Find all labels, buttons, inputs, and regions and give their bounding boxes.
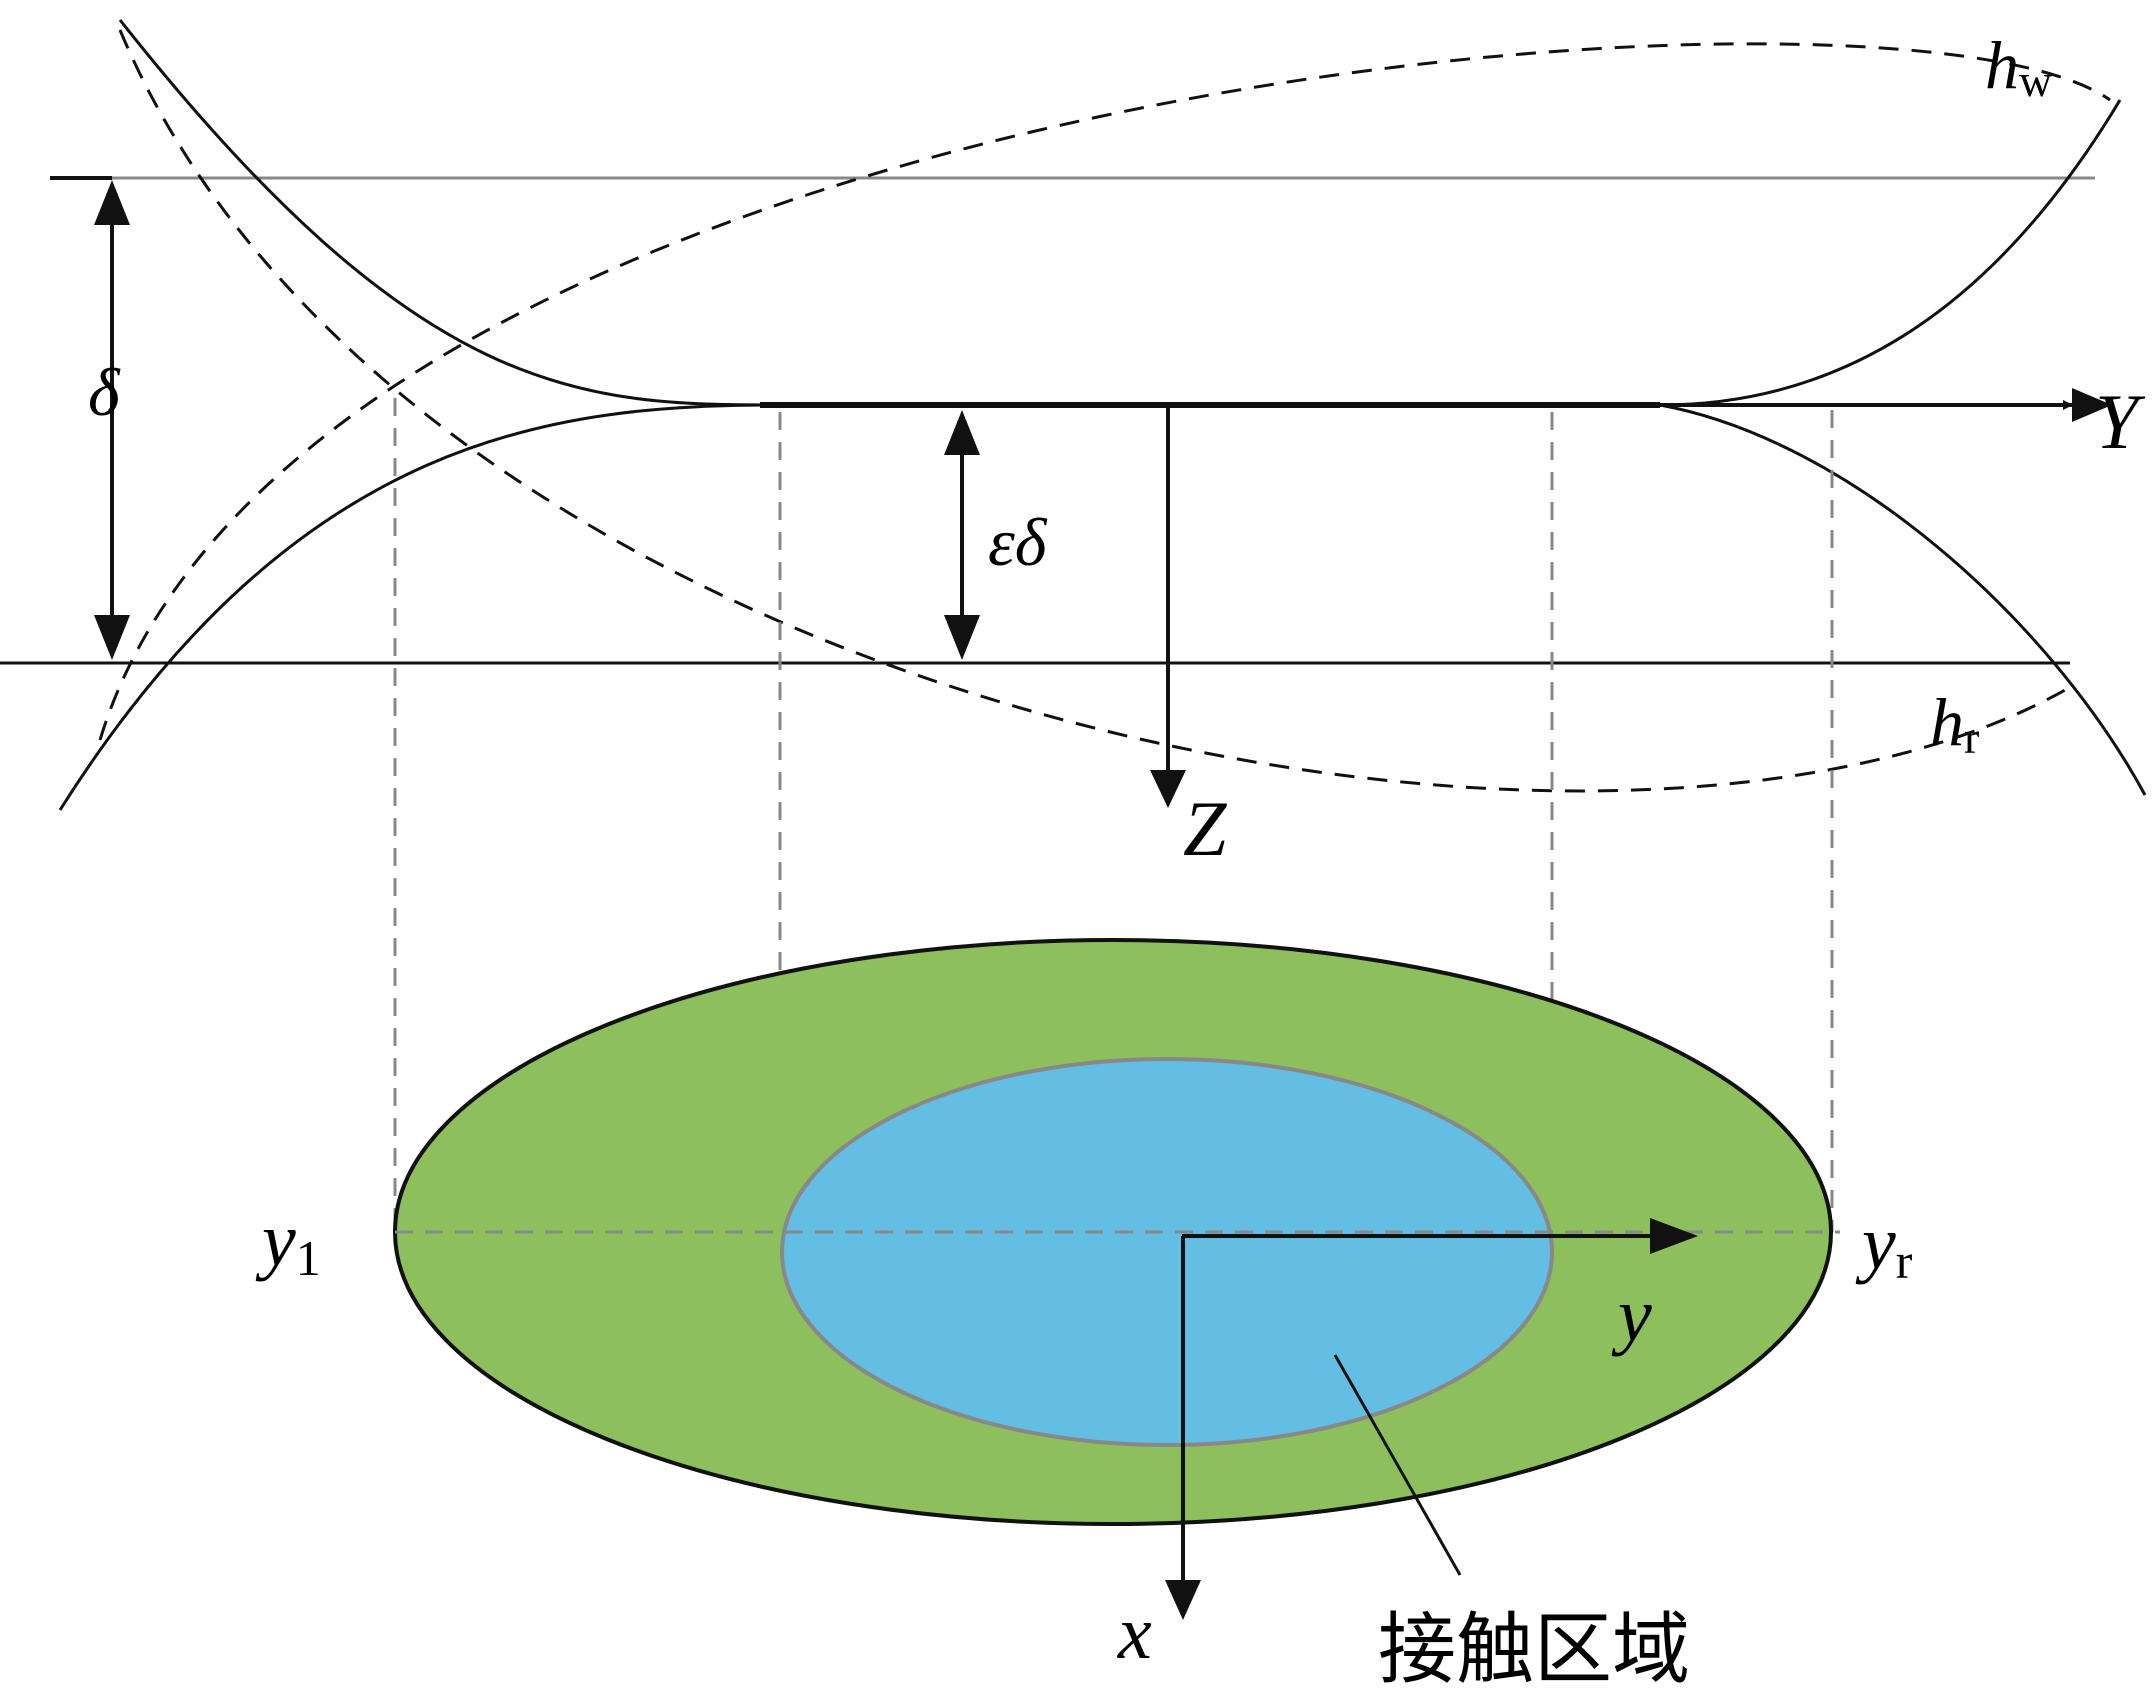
- delta-arrow-up: [94, 180, 130, 225]
- label-y-r: yr: [1855, 1201, 1913, 1289]
- inner-contact-region: [780, 1057, 1554, 1447]
- label-y-l: y1: [255, 1198, 321, 1286]
- rail-original-profile-dashed: [98, 42, 2111, 741]
- contact-region-leader-line: [1333, 1354, 1462, 1576]
- delta-arrow-down: [94, 615, 130, 660]
- eps-delta-arrow-down: [944, 615, 980, 660]
- x-axis-lower-arrowhead: [1165, 1580, 1201, 1620]
- Y-axis-arrowhead: [2072, 388, 2112, 422]
- label-axis-Y: Y: [2095, 378, 2146, 465]
- label-h-w: hw: [1985, 27, 2053, 106]
- rail-deformed-profile: [58, 403, 2147, 811]
- wheel-deformed-profile: [118, 19, 2122, 407]
- label-axis-Z: Z: [1183, 785, 1228, 872]
- label-eps-delta: εδ: [988, 504, 1048, 580]
- Z-axis-arrowhead: [1150, 770, 1186, 808]
- eps-delta-arrow-up: [944, 410, 980, 455]
- label-contact-region: 接触区域: [1378, 1605, 1690, 1690]
- wheel-original-profile-dashed: [118, 29, 2066, 793]
- label-axis-x: x: [1117, 1591, 1152, 1675]
- label-h-r: hr: [1930, 684, 1979, 763]
- label-axis-y: y: [1611, 1273, 1652, 1357]
- y-axis-lower-arrowhead: [1650, 1218, 1698, 1254]
- label-delta: δ: [88, 354, 121, 430]
